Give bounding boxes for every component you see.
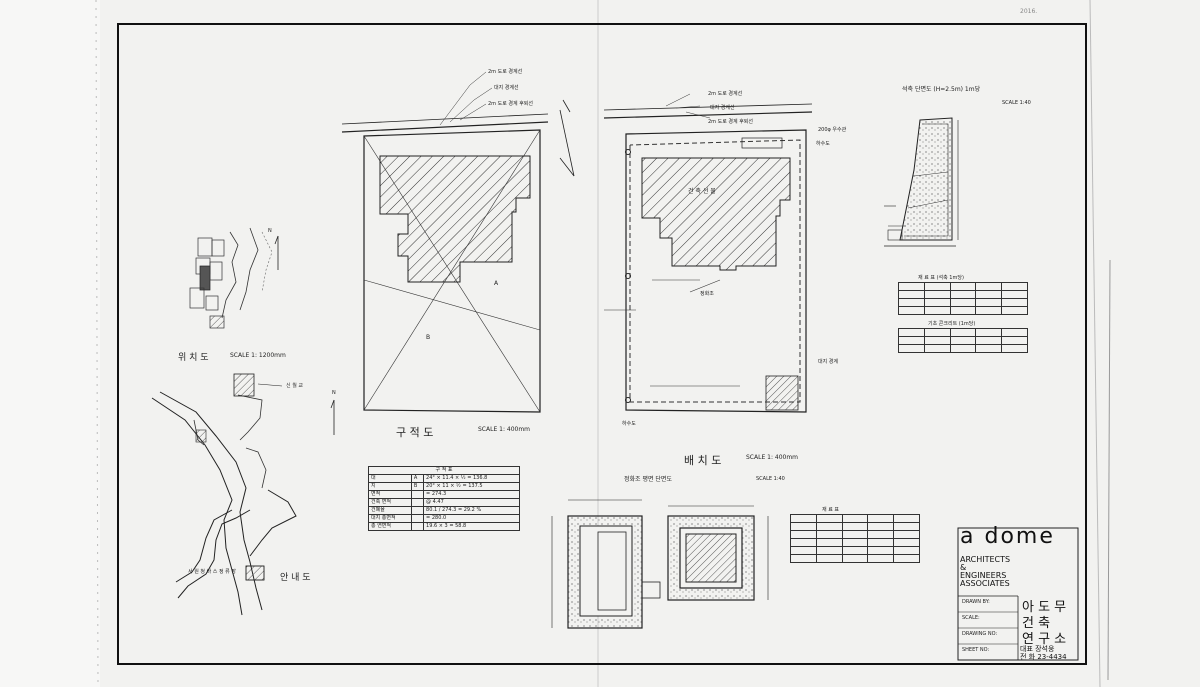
table-cell: 대지 총면적: [368, 514, 412, 523]
table-cell: 24° × 11.4 × ½ = 136.8: [423, 474, 520, 483]
material-table-1: [898, 282, 1028, 315]
site-note-sewer: 하수도: [816, 141, 830, 147]
table-cell: = 274.3: [423, 490, 520, 499]
site-note-setback: 2m 도로 경계 후퇴선: [708, 119, 754, 125]
table-cell: 80.1 / 274.3 = 29.2 %: [423, 506, 520, 515]
title-block-drawing-no: DRAWING NO:: [962, 631, 998, 637]
site-plan-label: 배 치 도: [684, 454, 722, 467]
septic-label: 정화조 평면 단면도: [624, 476, 672, 483]
site-note-pipe: 200φ 우수관: [818, 127, 847, 133]
location-plan-scale: SCALE 1: 1200mm: [230, 352, 286, 359]
table-row: 총 연면적 19.6 × 3 = 58.8: [368, 522, 520, 531]
title-block-scale: SCALE:: [962, 615, 980, 621]
table-cell: 건축 면적: [368, 498, 412, 507]
table-row: 대지 총면적 = 280.0: [368, 514, 520, 523]
existing-marker-b: B: [426, 334, 431, 341]
material-table-3-title: 재 료 표: [822, 507, 839, 513]
table-cell: 건폐율: [368, 506, 412, 515]
location-plan-label: 위 치 도: [178, 353, 209, 363]
table-cell: [410, 514, 425, 523]
site-plan-scale: SCALE 1: 400mm: [746, 454, 799, 461]
site-building-label: 건 축 선 물: [688, 188, 716, 195]
firm-line-2: &: [960, 563, 967, 572]
corner-mark: 2016.: [1020, 8, 1038, 15]
table-cell: 대: [368, 474, 412, 483]
firm-korean-1: 아 도 무: [1022, 600, 1067, 615]
site-note-septic: 정화조: [700, 291, 714, 297]
table-cell: 면적: [368, 490, 412, 499]
site-note-lot: 대지 경계: [818, 359, 838, 365]
firm-phone: 전 화 23-4434: [1020, 653, 1067, 661]
table-cell: [410, 522, 425, 531]
firm-line-3: ENGINEERS: [960, 571, 1007, 580]
firm-logo: a dome: [960, 524, 1055, 549]
table-cell: 20° × 11 × ½ = 137.5: [423, 482, 520, 491]
table-cell: 19.6 × 3 = 58.8: [423, 522, 520, 531]
guide-note-bridge: 신 월 교: [286, 383, 303, 389]
existing-marker-a: A: [494, 280, 499, 287]
table-cell: @ 4.47: [423, 498, 520, 507]
site-note-road: 2m 도로 경계선: [708, 91, 743, 97]
table-row: 건축 면적 @ 4.47: [368, 498, 520, 507]
table-cell: B: [410, 482, 425, 491]
septic-scale: SCALE 1:40: [756, 476, 785, 482]
wall-section-label: 석축 단면도 (H=2.5m) 1m당: [902, 86, 981, 93]
existing-note-setback: 2m 도로 경계 후퇴선: [488, 101, 534, 107]
table-cell: [410, 498, 425, 507]
area-table-title: 구 적 표: [368, 466, 520, 475]
table-row: 면적 = 274.3: [368, 490, 520, 499]
existing-note-boundary: 대지 경계선: [494, 85, 519, 91]
material-table-1-title: 재 료 표 (석축 1m당): [918, 275, 964, 281]
location-north: N: [268, 228, 272, 234]
table-cell: = 280.0: [423, 514, 520, 523]
material-table-2: [898, 328, 1028, 353]
table-cell: [410, 490, 425, 499]
table-row: 건폐율 80.1 / 274.3 = 29.2 %: [368, 506, 520, 515]
material-table-3: [790, 514, 920, 563]
firm-line-4: ASSOCIATES: [960, 579, 1010, 588]
guide-north: N: [332, 390, 336, 396]
material-table-2-title: 기초 콘크리트 (1m당): [928, 321, 976, 327]
title-block-drawn-by: DRAWN BY:: [962, 599, 990, 605]
guide-note-bus-stop: 서 원 청 바 스 정 류 장: [188, 569, 236, 575]
firm-representative: 대표 장석웅: [1020, 645, 1055, 653]
site-note-boundary: 대지 경계선: [710, 105, 735, 111]
firm-line-1: ARCHITECTS: [960, 555, 1011, 564]
table-cell: 총 연면적: [368, 522, 412, 531]
firm-korean-3: 연 구 소: [1022, 632, 1067, 647]
firm-korean-2: 건 축: [1022, 616, 1051, 631]
wall-section-scale: SCALE 1:40: [1002, 100, 1031, 106]
guide-map-label: 안 내 도: [280, 573, 311, 583]
existing-plan-label: 구 적 도: [396, 426, 434, 439]
title-block-sheet-no: SHEET NO:: [962, 647, 990, 653]
table-cell: [410, 506, 425, 515]
site-note-drain: 하수도: [622, 421, 636, 427]
table-cell: 지: [368, 482, 412, 491]
existing-plan-scale: SCALE 1: 400mm: [478, 426, 531, 433]
existing-note-road: 2m 도로 경계선: [488, 69, 523, 75]
table-cell: A: [410, 474, 425, 483]
